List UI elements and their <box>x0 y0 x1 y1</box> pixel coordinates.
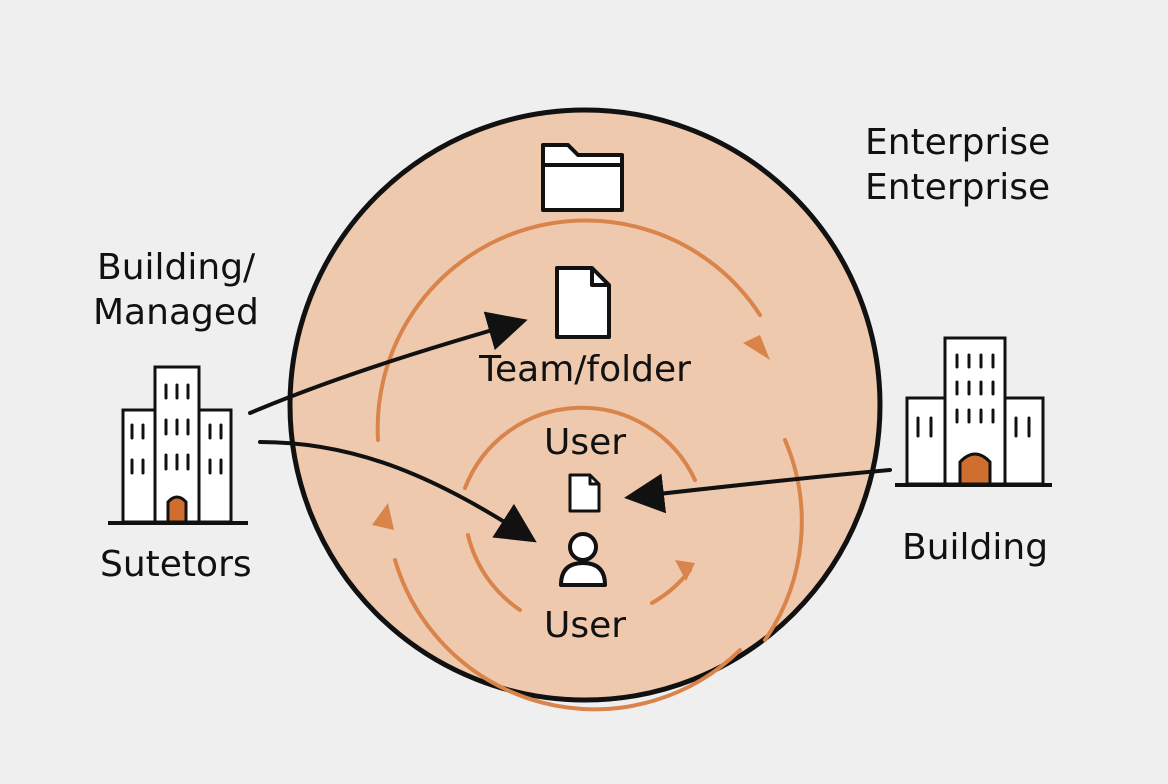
small-document-icon <box>568 473 601 513</box>
connector-arrows <box>248 311 892 543</box>
enterprise-circle <box>287 107 883 703</box>
user-arrowhead <box>675 560 695 581</box>
enterprise-label-line1: Enterprise <box>865 122 1051 163</box>
user-bottom-label: User <box>543 605 627 646</box>
left-building-label-line2: Managed <box>93 292 259 333</box>
enterprise-label-line2: Enterprise <box>865 167 1051 208</box>
left-bottom-label: Sutetors <box>100 544 252 585</box>
team-cycle-arrowheads <box>372 335 770 530</box>
document-icon <box>555 266 611 339</box>
arrow-left-to-user <box>258 440 537 543</box>
right-building-label: Building <box>902 527 1049 568</box>
folder-icon <box>541 143 624 212</box>
team-arrowhead-left <box>372 503 394 530</box>
team-arrowhead-right <box>743 335 770 360</box>
right-building-icon <box>895 336 1052 487</box>
user-top-label: User <box>543 422 627 463</box>
team-folder-label: Team/folder <box>479 349 691 390</box>
arrow-left-to-team <box>248 311 528 415</box>
left-building-label-line1: Building/ <box>97 247 256 288</box>
arrow-right-to-user <box>624 468 892 514</box>
team-cycle-ring <box>375 218 804 712</box>
left-building-icon <box>108 365 248 525</box>
user-icon <box>559 532 607 587</box>
